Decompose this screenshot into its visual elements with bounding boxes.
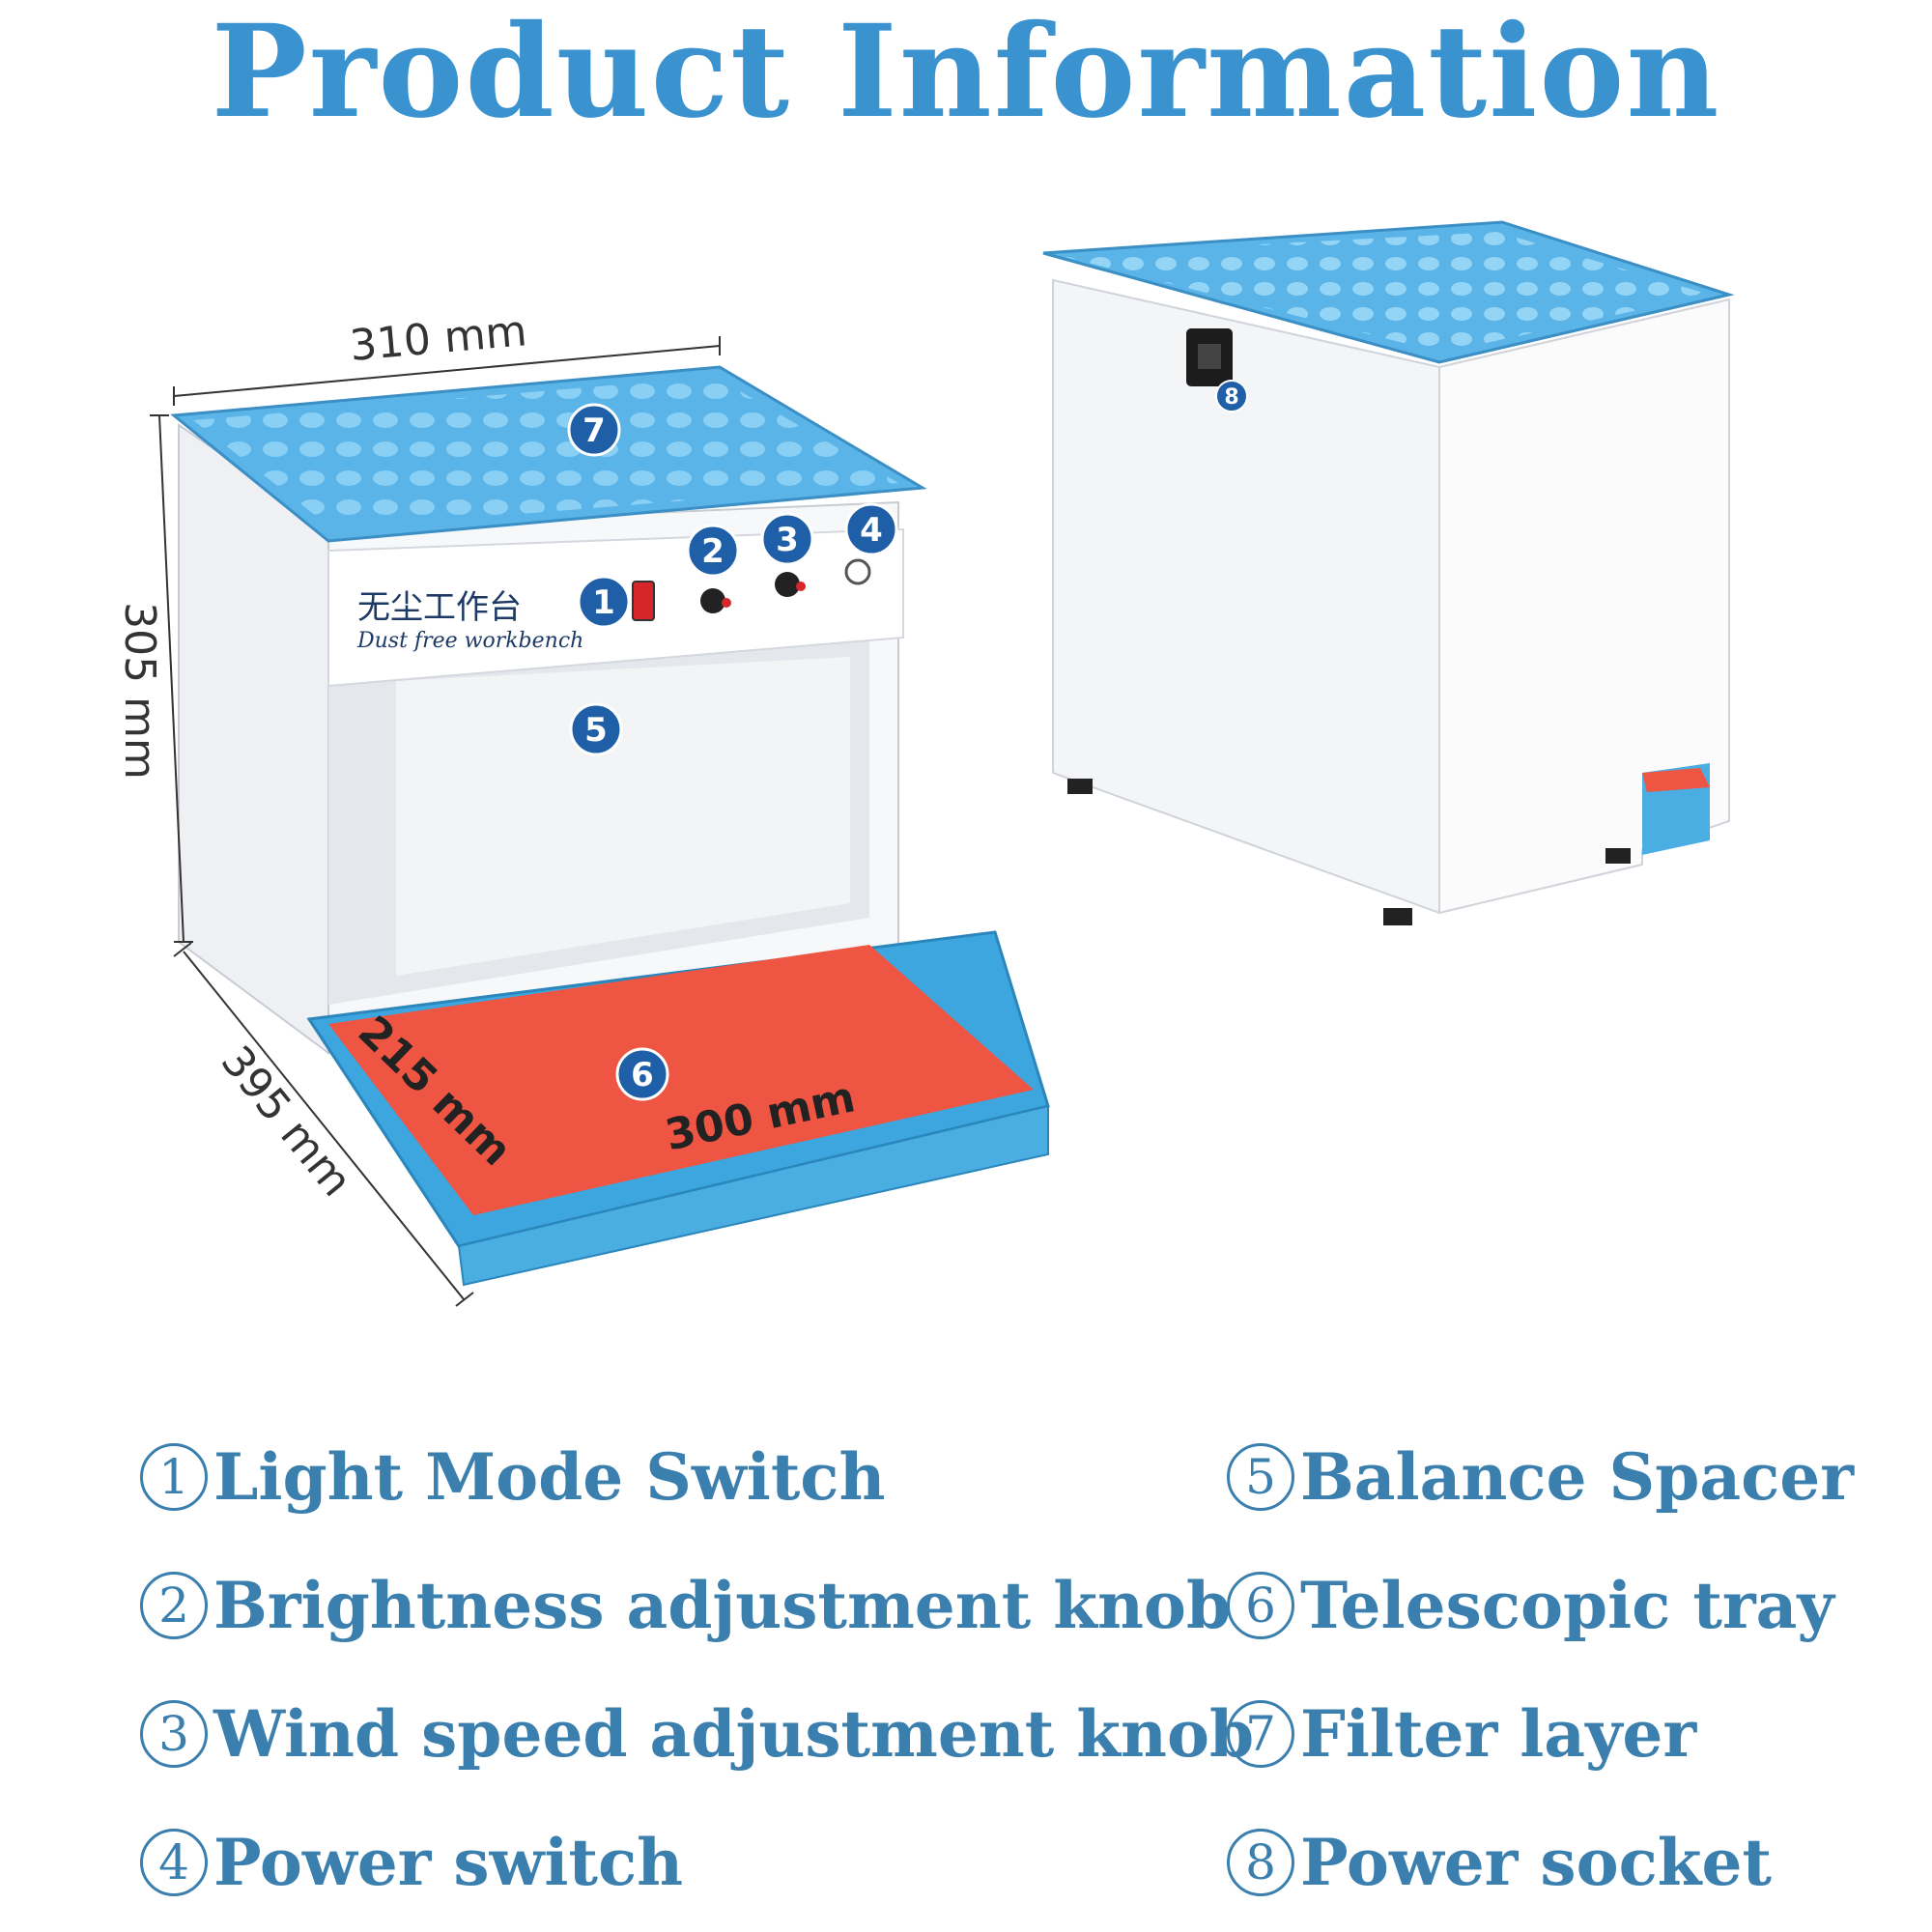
- svg-text:8: 8: [1224, 385, 1238, 410]
- legend-label: Light Mode Switch: [213, 1439, 886, 1515]
- wind-speed-knob: [775, 572, 800, 597]
- dimension-lines: [150, 336, 721, 1307]
- rear-side-panel: [1052, 278, 1440, 915]
- legend-item-6: 6 Telescopic tray: [1227, 1568, 1834, 1643]
- filter-top-pattern: [193, 377, 898, 529]
- legend: 1 Light Mode Switch 2 Brightness adjustm…: [0, 1439, 1932, 1932]
- rear-foot-1: [1067, 779, 1093, 794]
- legend-label: Brightness adjustment knob: [213, 1568, 1232, 1643]
- legend-label: Power switch: [213, 1825, 684, 1900]
- svg-text:4: 4: [860, 511, 883, 550]
- callout-1: 1: [577, 575, 631, 629]
- callout-2: 2: [686, 524, 740, 578]
- brightness-knob-indicator: [722, 598, 731, 608]
- legend-item-3: 3 Wind speed adjustment knob: [140, 1696, 1254, 1772]
- legend-label: Balance Spacer: [1300, 1439, 1855, 1515]
- callout-5: 5: [569, 702, 623, 756]
- legend-number: 5: [1227, 1443, 1294, 1511]
- rear-filter-pattern: [1058, 232, 1710, 353]
- svg-text:6: 6: [631, 1056, 654, 1094]
- rear-foot-3: [1605, 848, 1631, 864]
- legend-label: Telescopic tray: [1300, 1568, 1834, 1643]
- svg-text:2: 2: [701, 532, 724, 571]
- legend-item-7: 7 Filter layer: [1227, 1696, 1696, 1772]
- legend-item-8: 8 Power socket: [1227, 1825, 1772, 1900]
- svg-text:7: 7: [582, 412, 606, 450]
- panel-chinese-label: 无尘工作台: [357, 588, 522, 627]
- page-title: Product Information: [211, 0, 1721, 147]
- callout-4: 4: [844, 502, 898, 556]
- inner-back: [396, 657, 850, 976]
- brightness-knob: [700, 588, 725, 613]
- rear-workbench: [1042, 220, 1735, 925]
- svg-text:3: 3: [776, 521, 799, 559]
- tray-mat: [328, 945, 1034, 1215]
- height-dimension: 305 mm: [115, 602, 164, 780]
- legend-item-5: 5 Balance Spacer: [1227, 1439, 1854, 1515]
- svg-text:5: 5: [584, 711, 608, 750]
- svg-text:1: 1: [592, 583, 615, 622]
- legend-number: 1: [140, 1443, 208, 1511]
- callout-6: 6: [615, 1047, 669, 1101]
- legend-number: 8: [1227, 1829, 1294, 1896]
- legend-label: Filter layer: [1300, 1696, 1697, 1772]
- rear-tray-mat: [1642, 768, 1710, 792]
- callouts: 1 2 3 4 5 6 7 8: [567, 380, 1248, 1101]
- callout-3: 3: [760, 512, 814, 566]
- power-socket-inner: [1198, 344, 1221, 369]
- front-workbench: 无尘工作台 Dust free workbench 310 mm 305 mm: [115, 306, 1050, 1307]
- callout-8: 8: [1215, 380, 1248, 412]
- product-illustration: 无尘工作台 Dust free workbench 310 mm 305 mm: [115, 220, 1735, 1307]
- tray-front-lip: [457, 1104, 1049, 1287]
- callout-7: 7: [567, 403, 621, 457]
- panel-english-label: Dust free workbench: [356, 629, 583, 653]
- width-dimension: 310 mm: [348, 306, 528, 371]
- rear-foot-2: [1383, 908, 1412, 925]
- legend-label: Power socket: [1300, 1825, 1773, 1900]
- legend-label: Wind speed adjustment knob: [213, 1696, 1255, 1772]
- legend-number: 6: [1227, 1572, 1294, 1639]
- legend-number: 2: [140, 1572, 208, 1639]
- wind-speed-knob-indicator: [796, 582, 806, 591]
- legend-item-1: 1 Light Mode Switch: [140, 1439, 885, 1515]
- legend-item-2: 2 Brightness adjustment knob: [140, 1568, 1231, 1643]
- light-mode-switch: [632, 581, 655, 621]
- legend-number: 7: [1227, 1700, 1294, 1768]
- legend-number: 3: [140, 1700, 208, 1768]
- legend-item-4: 4 Power switch: [140, 1825, 683, 1900]
- legend-number: 4: [140, 1829, 208, 1896]
- power-switch: [844, 558, 871, 585]
